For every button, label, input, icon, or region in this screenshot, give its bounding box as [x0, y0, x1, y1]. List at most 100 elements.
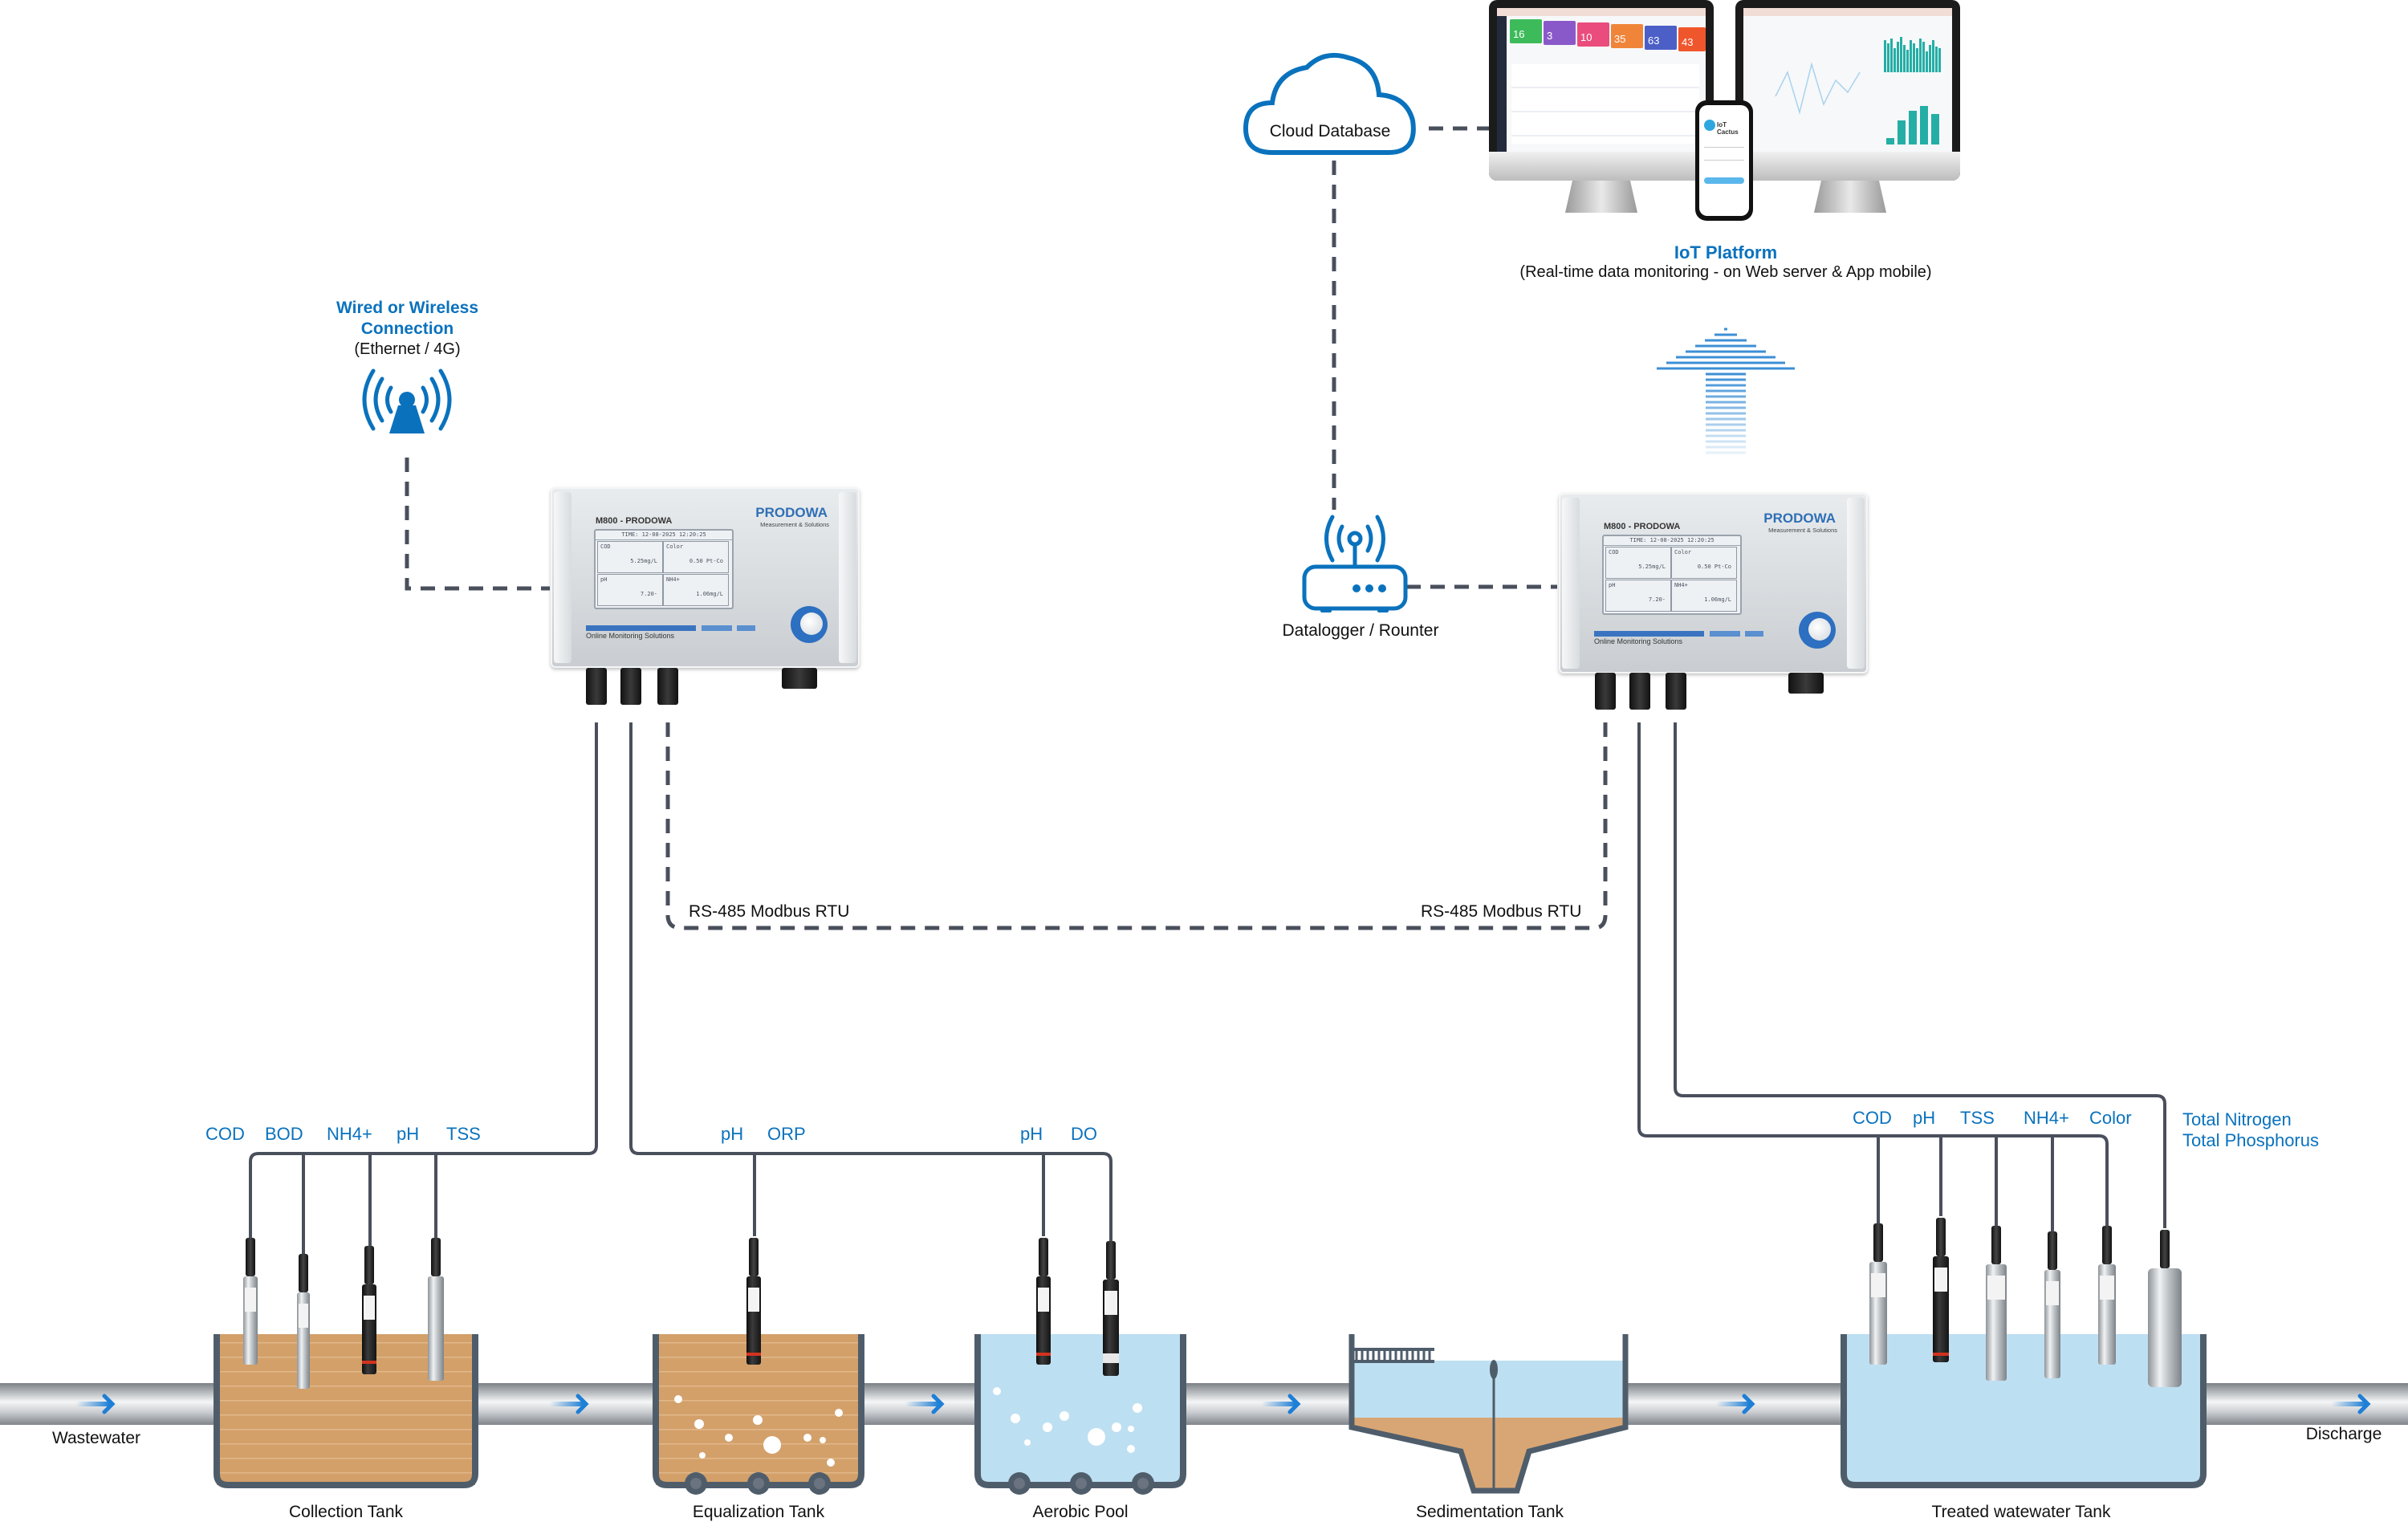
bubbles	[674, 1395, 843, 1467]
controller-brand: PRODOWA	[755, 505, 828, 520]
iot-platform-title: IoT Platform	[1674, 242, 1778, 262]
cloud-icon	[1243, 53, 1416, 155]
sensor-label: NH4+	[327, 1124, 372, 1144]
cable-gland	[1629, 673, 1650, 710]
sensor-probe-ph-tss	[428, 1238, 444, 1381]
flow-arrow-icon	[1262, 1394, 1301, 1414]
dashboard-card: 63	[1645, 26, 1677, 50]
sensor-label: BOD	[265, 1124, 303, 1144]
protocol-label-right: RS-485 Modbus RTU	[1421, 902, 1582, 921]
protocol-label-left: RS-485 Modbus RTU	[689, 902, 850, 921]
sensor-probe-ph	[1933, 1218, 1949, 1362]
sensor-probe-ph-orp	[746, 1238, 761, 1365]
sensor-probe-bod	[297, 1254, 310, 1389]
tank-label: Equalization Tank	[692, 1503, 825, 1521]
connection-subtitle: (Ethernet / 4G)	[354, 340, 461, 358]
router-label: Datalogger / Rounter	[1282, 621, 1439, 640]
mini-bar	[1897, 42, 1899, 72]
sensor-probe-cod	[1869, 1223, 1887, 1365]
mini-bar	[1900, 37, 1902, 72]
sensor-label: COD	[205, 1124, 245, 1144]
mini-bar	[1884, 40, 1886, 72]
control-knob[interactable]	[791, 606, 828, 643]
sensor-label: Color	[2089, 1108, 2132, 1128]
aerators	[1008, 1472, 1154, 1495]
sensor-label: TSS	[446, 1124, 481, 1144]
dashboard-screen: 16 3 10 35 63 43	[1497, 8, 1706, 152]
tank-label: Aerobic Pool	[1032, 1503, 1129, 1521]
sensor-probe-ph	[1036, 1238, 1051, 1365]
sensor-label: pH	[397, 1124, 420, 1144]
flow-arrow-icon	[76, 1394, 116, 1414]
flow-arrow-icon	[905, 1394, 945, 1414]
flow-arrow-icon	[2332, 1394, 2371, 1414]
connection-title-line2: Connection	[360, 319, 454, 338]
cloud-label: Cloud Database	[1269, 122, 1391, 140]
sensor-probe-color	[2098, 1226, 2116, 1365]
tank-label: Collection Tank	[288, 1503, 404, 1521]
mini-bar	[1909, 111, 1917, 144]
flow-arrow-icon	[550, 1394, 589, 1414]
dashboard-charts	[1775, 37, 1941, 144]
mini-bar	[1890, 39, 1893, 72]
sensor-probe-do	[1103, 1241, 1119, 1376]
aerators	[685, 1472, 831, 1495]
mini-bar	[1922, 42, 1925, 72]
router-icon	[1302, 515, 1408, 612]
cable-gland	[1666, 673, 1686, 710]
sensor-label: pH	[721, 1124, 744, 1144]
controller-brand: PRODOWA	[1763, 511, 1836, 526]
app-logo-icon	[1704, 120, 1715, 131]
sensor-label: DO	[1071, 1124, 1097, 1144]
dashboard-card: 3	[1544, 21, 1576, 45]
mini-bar	[1893, 48, 1896, 72]
chart-screen	[1743, 8, 1952, 152]
aerobic-pool	[974, 1334, 1186, 1495]
sensor-label: TSS	[1960, 1108, 1995, 1128]
screen-time: TIME: 12-08-2025 12:20:25	[596, 531, 732, 540]
mini-bar	[1935, 47, 1938, 72]
connection-title-line1: Wired or Wireless	[336, 299, 478, 317]
flow-arrow-icon	[1716, 1394, 1755, 1414]
sensor-label: pH	[1020, 1124, 1043, 1144]
screen-time: TIME: 12-08-2025 12:20:25	[1604, 536, 1740, 546]
cable-gland	[657, 668, 678, 705]
controller-tagline: Online Monitoring Solutions	[586, 632, 675, 640]
control-knob[interactable]	[1799, 612, 1836, 649]
ethernet-port	[1788, 673, 1824, 694]
cable-gland	[586, 668, 607, 705]
mini-bar	[1887, 43, 1889, 72]
dashboard-card: 43	[1678, 27, 1706, 51]
controller-brand-tagline: Measurement & Solutions	[760, 521, 829, 528]
bubbles	[993, 1387, 1142, 1453]
mini-bar	[1886, 138, 1894, 144]
sensor-label: COD	[1853, 1108, 1892, 1128]
monitor-left: 16 3 10 35 63 43	[1489, 0, 1714, 181]
inlet-label: Wastewater	[51, 1429, 141, 1447]
weir-teeth	[1355, 1349, 1431, 1361]
sensor-label: NH4+	[2024, 1108, 2069, 1128]
upload-arrow-icon	[1657, 328, 1795, 454]
mini-bar	[1938, 48, 1941, 72]
mini-bar	[1920, 106, 1928, 144]
reading-cell: NH4+1.06mg/L	[663, 574, 729, 606]
mini-bar	[1931, 114, 1939, 144]
controller-right: M800 - PRODOWA PRODOWA Measurement & Sol…	[1559, 493, 1868, 673]
iot-platform-subtitle: (Real-time data monitoring - on Web serv…	[1519, 263, 1932, 281]
mini-bar	[1926, 51, 1928, 72]
cable-gland	[620, 668, 641, 705]
mini-bar	[1898, 120, 1906, 144]
login-button	[1704, 177, 1744, 184]
mini-bar	[1916, 48, 1918, 72]
mini-bar	[1929, 45, 1931, 72]
controller-left: M800 - PRODOWA PRODOWA Measurement & Sol…	[551, 487, 860, 668]
controller-model: M800 - PRODOWA	[1604, 522, 1681, 531]
mobile-phone: IoT Cactus	[1695, 100, 1753, 221]
mini-bar	[1919, 39, 1922, 72]
